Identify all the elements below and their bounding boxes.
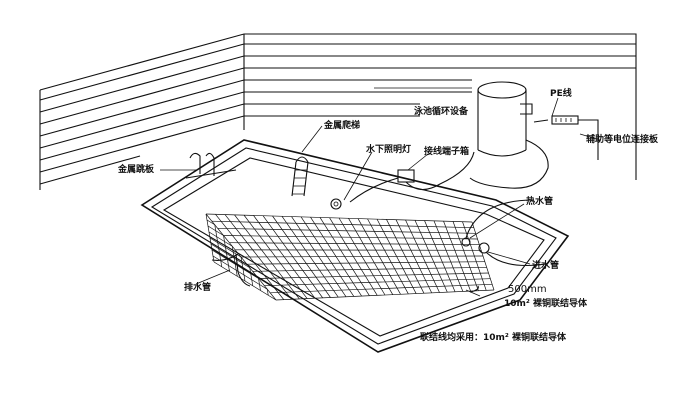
equipotential-board — [533, 115, 599, 160]
grid-line-wedge — [231, 246, 238, 277]
grid-line-h — [246, 261, 485, 265]
metal-ladder — [291, 156, 309, 197]
label-drain-pipe: 排水管 — [184, 281, 211, 293]
grid-line-h — [240, 255, 484, 258]
label-circulation-equipment: 泳池循环设备 — [414, 105, 469, 117]
grid-line-wedge — [211, 249, 259, 279]
grid-line-h — [211, 220, 474, 229]
grid-line-wedge — [207, 225, 224, 236]
junction-box — [349, 151, 475, 203]
drain-pipe — [211, 253, 251, 287]
label-metal-ladder: 金属爬梯 — [323, 119, 360, 131]
grid-line-h — [223, 235, 478, 240]
grid-line-h — [258, 272, 489, 279]
grid-line-wedge — [212, 255, 268, 290]
springboard — [185, 152, 237, 179]
label-springboard: 金属跳板 — [117, 163, 155, 175]
back-wall — [39, 33, 637, 190]
label-hot-water-pipe: 热水管 — [526, 195, 553, 207]
grid-line-h — [217, 227, 476, 234]
grid-line-wedge — [206, 219, 215, 226]
grid-line-wedge — [209, 237, 242, 258]
label-bottom-note: 联结线均采用：10m² 裸铜联结导体 — [420, 331, 567, 343]
grid-line-h — [264, 278, 491, 287]
grid-line-wedge — [210, 243, 250, 269]
label-equipotential-board: 辅助等电位连接板 — [586, 133, 659, 145]
bonding-mesh-grid — [205, 213, 495, 301]
label-underwater-light: 水下照明灯 — [366, 143, 411, 155]
label-conductor-spec: 10m² 裸铜联结导体 — [504, 297, 588, 309]
label-inlet-pipe: 进水管 — [532, 259, 559, 271]
grid-line-h — [205, 213, 473, 223]
pipe-fixtures — [461, 199, 547, 293]
grid-line-wedge — [208, 231, 233, 247]
label-pe-line: PE线 — [550, 87, 572, 99]
grid-line-h — [229, 242, 480, 246]
grid-line-wedge — [266, 289, 269, 296]
circulation-equipment — [469, 81, 549, 189]
leader-lines — [160, 87, 601, 297]
underwater-light — [330, 198, 342, 210]
label-junction-box: 接线端子箱 — [424, 145, 469, 157]
grid-line-h — [235, 249, 482, 251]
pool-deck-outline — [140, 139, 570, 353]
grid-line-wedge — [213, 261, 277, 301]
label-grid-spacing: 500mm — [508, 284, 547, 295]
grid-line-h — [270, 283, 493, 294]
grid-line-h — [252, 266, 487, 272]
grid-line-h — [275, 289, 495, 301]
grid-line-wedge — [249, 267, 254, 286]
